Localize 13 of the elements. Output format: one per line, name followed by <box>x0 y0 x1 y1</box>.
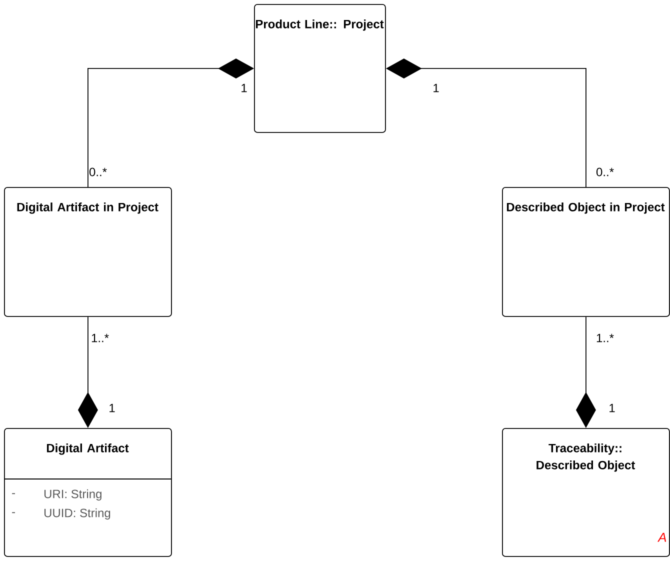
class-box: Described Object in Project <box>502 187 670 317</box>
class-box: Traceability:: Described Object A <box>502 428 670 557</box>
multiplicity-label: 1 <box>610 404 615 412</box>
multiplicity-label: 1 <box>110 404 115 412</box>
class-box: Digital Artifact - URI: String - UUID: String <box>4 428 172 557</box>
multiplicity-label: 0..* <box>89 168 107 176</box>
class-box: Product Line:: Project <box>254 4 386 133</box>
class-box: Digital Artifact in Project <box>4 187 172 317</box>
multiplicity-label: 1..* <box>92 334 109 342</box>
composition-line <box>88 58 254 188</box>
multiplicity-label: 1..* <box>596 334 614 342</box>
multiplicity-label: 1 <box>434 84 439 92</box>
multiplicity-label: 0..* <box>596 168 614 176</box>
